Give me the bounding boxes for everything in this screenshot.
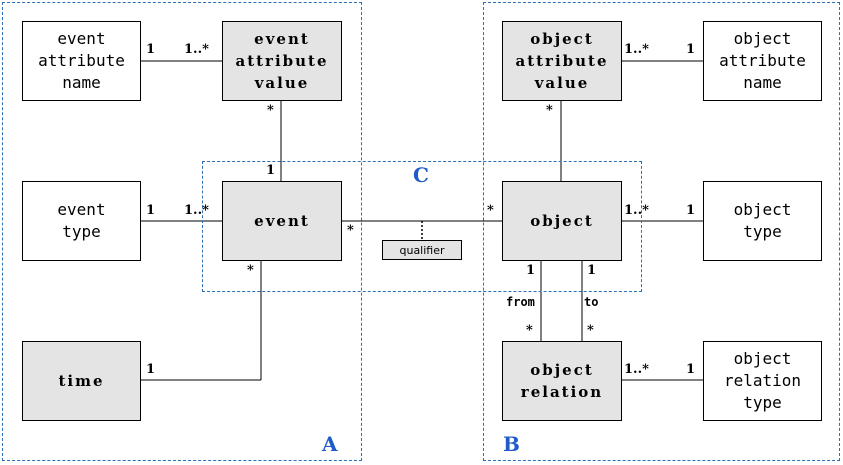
time-box: time [22,341,141,421]
mult-object-right: 1..* [624,203,649,218]
event-type-box: event type [22,181,141,261]
mult-event-right: * [347,223,354,238]
object-relation-type-box: object relation type [703,341,822,421]
mult-event-left: 1..* [184,203,209,218]
mult-relation-from: * [526,323,533,338]
mult-object-left: * [487,203,494,218]
qualifier-box: qualifier [382,240,462,260]
mult-event-attr-value-bottom: * [267,103,274,118]
role-to-label: to [584,295,599,309]
region-c [202,161,642,292]
mult-object-from: 1 [526,263,536,278]
mult-object-type: 1 [686,203,696,218]
object-relation-box: object relation [502,341,622,421]
region-a [2,2,362,461]
event-box: event [222,181,342,261]
object-attribute-name-box: object attribute name [703,21,822,101]
mult-event-attr-name: 1 [146,42,156,57]
event-attribute-value-box: event attribute value [222,21,342,101]
mult-event-top: 1 [266,163,276,178]
region-a-label: A [322,432,338,456]
object-attribute-value-box: object attribute value [502,21,622,101]
object-box: object [502,181,622,261]
region-b [483,2,840,461]
mult-relation-type: 1 [686,362,696,377]
mult-object-to: 1 [587,263,597,278]
role-from-label: from [506,295,535,309]
object-type-box: object type [703,181,822,261]
mult-event-type: 1 [146,203,156,218]
mult-object-attr-value-right: 1..* [624,42,649,57]
mult-relation-right: 1..* [624,362,649,377]
region-c-label: C [413,163,429,187]
event-attribute-name-box: event attribute name [22,21,141,101]
mult-object-attr-value-bottom: * [546,103,553,118]
mult-time: 1 [146,362,156,377]
mult-event-attr-value-left: 1..* [184,42,209,57]
region-b-label: B [503,432,520,456]
mult-object-attr-name: 1 [686,42,696,57]
mult-relation-to: * [587,323,594,338]
mult-event-bottom: * [247,263,254,278]
